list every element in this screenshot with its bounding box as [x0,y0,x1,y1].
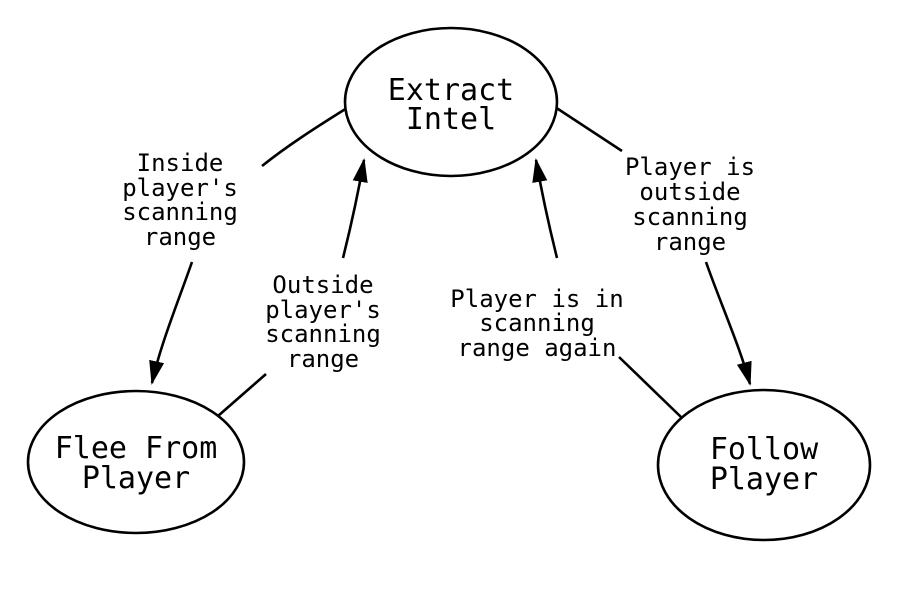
edge-label-in-scanning-range-again: Player is in scanning range again [450,285,623,362]
node-label-line: Extract [388,73,514,108]
node-flee-from-player-ellipse [26,389,246,535]
node-label-line: Intel [406,102,496,137]
edge-label-outside-scanning-range: Outside player's scanning range [265,271,381,373]
edge-label-line: player's [122,174,238,202]
node-extract-intel-ellipse [343,26,559,178]
node-extract-intel: Extract Intel [343,26,559,178]
edge-extract-to-flee-segment-lower [149,261,194,385]
edge-label-line: scanning [632,203,748,231]
edge-extract-to-follow: Player is outside scanning range [554,105,755,386]
node-label-line: Follow [710,432,819,467]
node-flee-from-player: Flee From Player [26,389,246,535]
node-label-line: Flee From [55,431,218,466]
edge-follow-to-extract-segment-lower [618,356,682,418]
edge-label-line: range [144,223,216,251]
edge-label-line: player's [265,296,381,324]
edge-label-line: range [287,345,359,373]
edge-extract-to-follow-segment-lower [704,261,752,386]
edge-label-line: Player is [625,153,755,181]
edge-label-line: scanning [479,309,595,337]
node-label-line: Player [82,461,190,496]
edge-label-line: Inside [137,149,224,177]
edge-label-line: outside [639,178,740,206]
edge-flee-to-extract-segment-upper [341,158,368,259]
edge-label-line: scanning [265,320,381,348]
edge-follow-to-extract-segment-upper [532,158,559,259]
edge-extract-to-flee-segment-upper [261,106,348,168]
edge-label-inside-scanning-range: Inside player's scanning range [122,149,238,251]
node-label-line: Player [710,462,818,497]
edge-extract-to-flee: Inside player's scanning range [122,106,348,385]
node-follow-player-ellipse [656,388,872,542]
edge-label-player-outside-scanning-range: Player is outside scanning range [625,153,755,256]
edge-label-line: Player is in [450,285,623,313]
edge-label-line: Outside [272,271,373,299]
edge-label-line: scanning [122,198,238,226]
node-follow-player: Follow Player [656,388,872,542]
edge-label-line: range [654,228,726,256]
edge-follow-to-extract: Player is in scanning range again [450,158,682,418]
edge-extract-to-follow-segment-upper [554,105,623,153]
edge-label-line: range again [458,334,617,362]
edge-flee-to-extract: Outside player's scanning range [217,158,381,417]
edge-flee-to-extract-segment-lower [217,373,267,417]
